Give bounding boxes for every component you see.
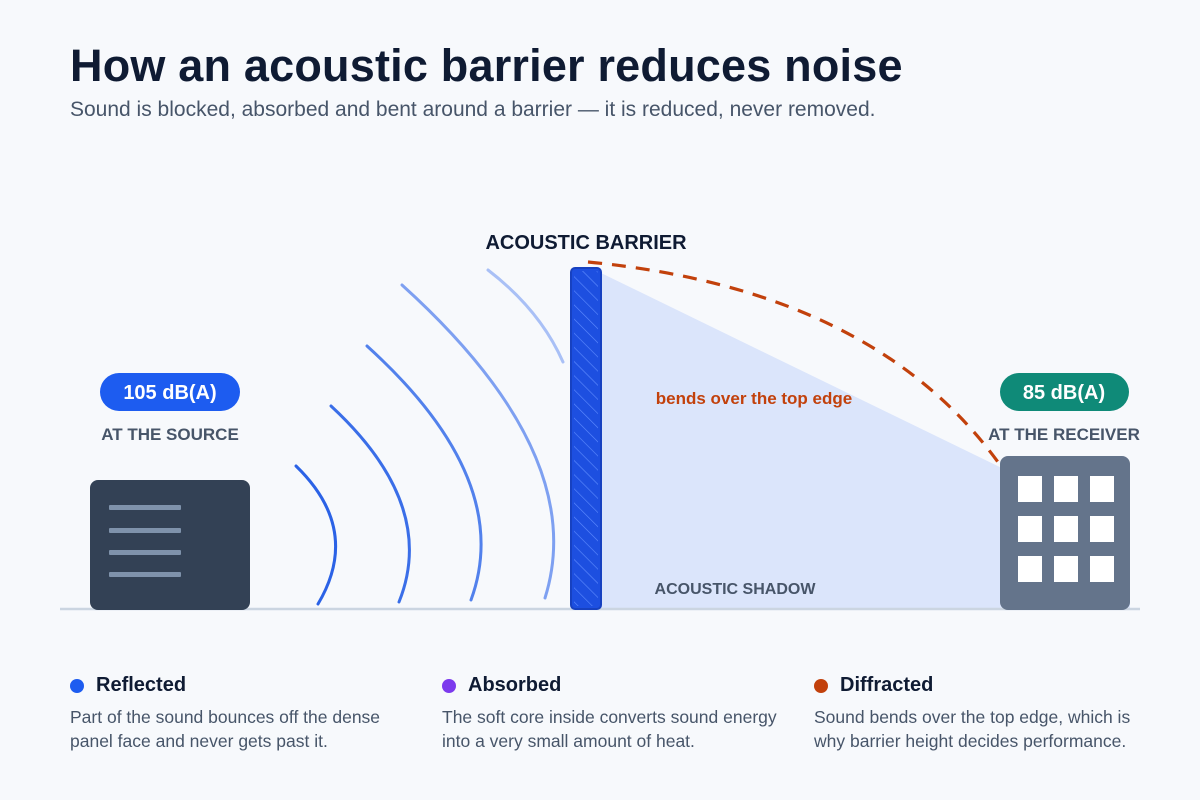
acoustic-barrier <box>570 267 602 610</box>
sound-wave-5 <box>486 268 565 364</box>
diffraction-label: bends over the top edge <box>656 389 852 408</box>
source-level-badge <box>100 373 240 411</box>
page-subtitle: Sound is blocked, absorbed and bent arou… <box>70 98 876 121</box>
acoustic-shadow-label: ACOUSTIC SHADOW <box>655 581 817 598</box>
sound-wave-3 <box>365 344 483 602</box>
source-label: AT THE SOURCE <box>101 425 239 444</box>
page-title: How an acoustic barrier reduces noise <box>70 40 903 91</box>
speaker-icon <box>90 480 250 610</box>
legend-title: Absorbed <box>468 674 562 696</box>
reflected-dot-icon <box>70 678 84 693</box>
diffraction-path <box>587 260 1007 473</box>
legend-item-reflected: Reflected Part of the sound bounces off … <box>70 674 410 753</box>
receiver-level-badge <box>1000 373 1129 411</box>
sound-wave-4 <box>400 283 556 600</box>
legend-title: Diffracted <box>840 674 934 696</box>
receiver-level-text: 85 dB(A) <box>1023 382 1105 404</box>
absorbed-dot-icon <box>442 678 456 693</box>
legend-text: Part of the sound bounces off the dense … <box>70 707 381 751</box>
acoustic-shadow-area <box>601 273 1130 608</box>
source-level-text: 105 dB(A) <box>123 382 216 404</box>
legend-text: The soft core inside converts sound ener… <box>442 707 777 751</box>
legend-item-diffracted: Diffracted Sound bends over the top edge… <box>814 674 1154 753</box>
barrier-label: ACOUSTIC BARRIER <box>485 232 687 254</box>
building-icon <box>1000 456 1130 610</box>
diffracted-dot-icon <box>814 678 828 693</box>
sound-wave-1 <box>294 464 338 606</box>
sound-wave-2 <box>329 404 411 604</box>
legend-item-absorbed: Absorbed The soft core inside converts s… <box>442 674 782 753</box>
legend-text: Sound bends over the top edge, which is … <box>814 707 1131 751</box>
receiver-label: AT THE RECEIVER <box>988 425 1140 444</box>
legend-title: Reflected <box>96 674 187 696</box>
sound-waves <box>294 268 565 606</box>
